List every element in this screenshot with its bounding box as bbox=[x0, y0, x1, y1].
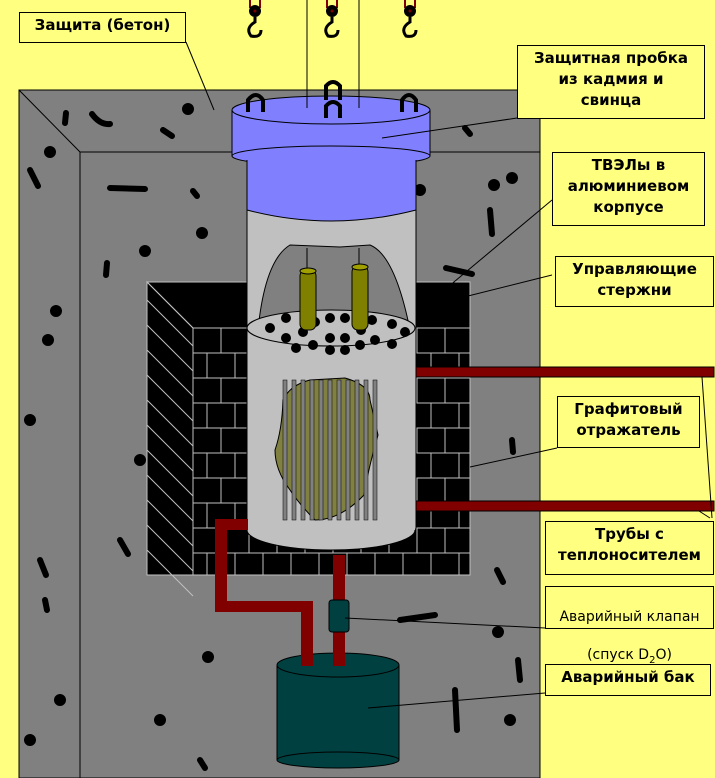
grid-hole bbox=[325, 333, 335, 343]
label-shielding-plug: Защитная пробка из кадмия и свинца bbox=[517, 45, 705, 119]
grid-hole bbox=[281, 333, 291, 343]
label-emergency-valve: Аварийный клапан (спуск D2O) bbox=[545, 586, 714, 666]
fuel-elements bbox=[274, 377, 379, 521]
grid-hole bbox=[291, 343, 301, 353]
grid-hole bbox=[340, 313, 350, 323]
grid-hole bbox=[367, 315, 377, 325]
grid-hole bbox=[370, 335, 380, 345]
emergency-valve bbox=[328, 599, 350, 633]
label-graphite-reflector: Графитовый отражатель bbox=[557, 396, 700, 448]
label-emergency-tank: Аварийный бак bbox=[545, 664, 711, 696]
label-fuel-elements: ТВЭЛы в алюминиевом корпусе bbox=[552, 152, 705, 226]
grid-hole bbox=[308, 340, 318, 350]
grid-hole bbox=[387, 319, 397, 329]
label-control-rods: Управляющие стержни bbox=[555, 256, 714, 307]
control-rods bbox=[299, 248, 369, 331]
grid-hole bbox=[265, 323, 275, 333]
coolant-pipes bbox=[415, 366, 715, 512]
valve-label-suffix: O) bbox=[655, 647, 672, 663]
crane-hooks bbox=[247, 0, 418, 38]
emergency-tank bbox=[276, 650, 400, 769]
lifting-lugs bbox=[246, 80, 418, 118]
leader-lines bbox=[185, 41, 713, 709]
label-concrete-shield: Защита (бетон) bbox=[19, 12, 186, 43]
grid-hole bbox=[325, 313, 335, 323]
grid-hole bbox=[340, 345, 350, 355]
valve-label-sub: 2 bbox=[649, 654, 656, 666]
vessel-cutaway-top bbox=[257, 244, 411, 331]
shielding-plug bbox=[231, 0, 431, 222]
valve-label-line1: Аварийный клапан bbox=[559, 609, 700, 625]
grid-hole bbox=[387, 339, 397, 349]
grid-hole bbox=[325, 345, 335, 355]
concrete-speckles bbox=[24, 103, 523, 771]
valve-label-line2: (спуск D2O) bbox=[587, 647, 672, 666]
valve-label-prefix: (спуск D bbox=[587, 647, 650, 663]
grid-hole bbox=[400, 327, 410, 337]
grid-hole bbox=[355, 340, 365, 350]
grid-hole bbox=[340, 333, 350, 343]
label-coolant-pipes: Трубы с теплоносителем bbox=[545, 521, 714, 575]
grid-hole bbox=[281, 313, 291, 323]
